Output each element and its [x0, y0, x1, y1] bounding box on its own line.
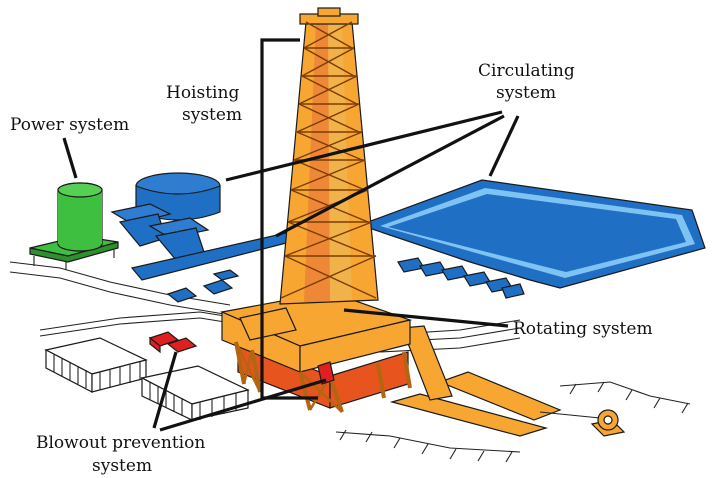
blowout-prevention-label-line1: Blowout prevention: [36, 433, 205, 453]
mud-mixing-tanks: [110, 172, 221, 261]
mud-pit: [358, 179, 706, 289]
mud-tanks: [397, 257, 525, 299]
fence-lines: [335, 381, 691, 463]
blowout-prevention-label-line2: system: [92, 456, 152, 476]
pump-units: [166, 269, 240, 303]
blowout-leader-line-2: [159, 378, 327, 432]
derrick-mast: [279, 7, 379, 305]
hoisting-leader-line: [260, 38, 318, 400]
labels: Power system Hoisting system Circulating…: [10, 61, 653, 476]
hoisting-system-label-line1: Hoisting: [166, 83, 239, 103]
rotating-leader-line: [343, 308, 509, 328]
circulating-system-label-line1: Circulating: [478, 61, 575, 81]
rotating-system-label: Rotating system: [513, 319, 653, 339]
circulating-leader-line-3: [488, 115, 520, 177]
circulating-leader-line-1: [225, 110, 503, 182]
blowout-leader-line-1: [152, 351, 178, 429]
power-leader-line: [62, 137, 78, 179]
crew-quarters: [44, 337, 250, 421]
cable-reel: [539, 409, 626, 437]
power-generator: [29, 182, 119, 270]
power-system-label: Power system: [10, 115, 129, 135]
pipe-ramps: [389, 325, 562, 437]
circulating-leader-line-2: [275, 114, 505, 238]
bop-units: [148, 331, 198, 354]
callout-lines: [62, 38, 520, 432]
hoisting-system-label-line2: system: [182, 105, 242, 125]
circulating-system-label-line2: system: [496, 83, 556, 103]
drawworks: [317, 361, 335, 385]
